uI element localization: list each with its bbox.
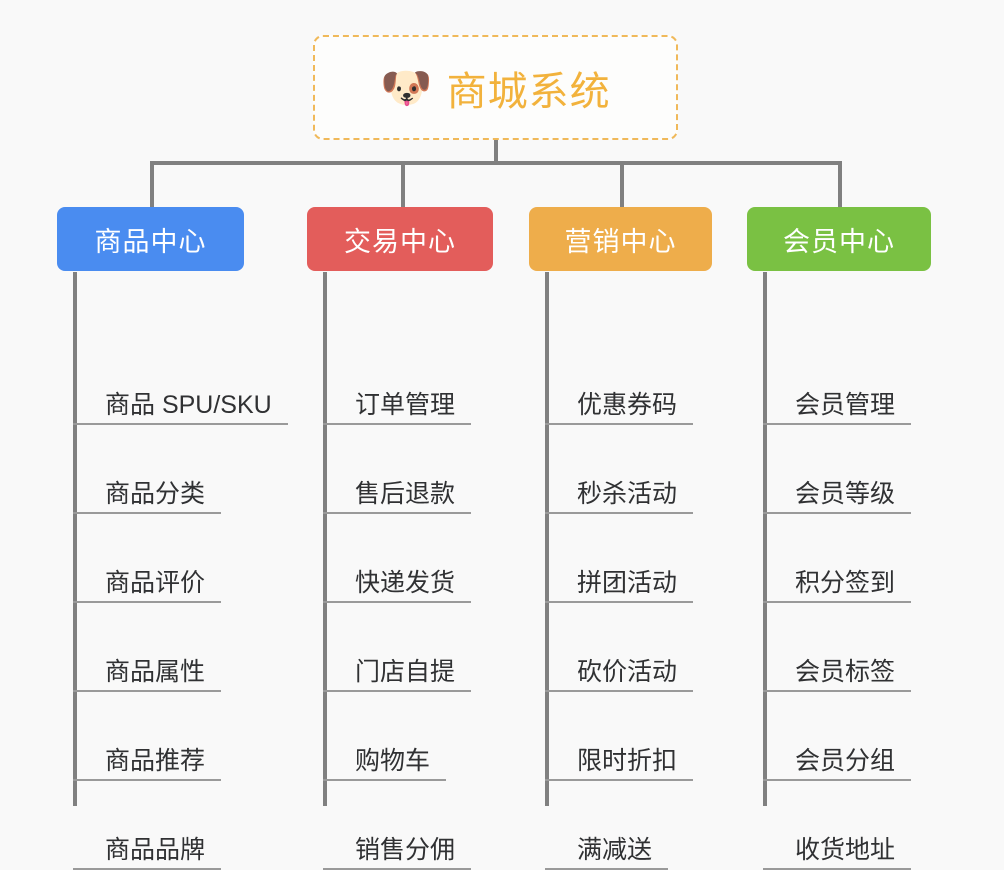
mindmap-canvas: 🐶 商城系统 商品中心商品 SPU/SKU 商品分类商品评价商品属性商品推荐商品品… [57,35,931,870]
leaf-item-label: 收货地址 [795,835,896,864]
leaf-item-label: 优惠券码 [577,390,678,419]
leaf-item[interactable]: 商品评价 [73,514,222,603]
leaf-item-label: 积分签到 [795,568,896,597]
trunk-line-marketing-center [545,272,549,806]
leaf-item[interactable]: 收货地址 [763,781,912,870]
leaf-item[interactable]: 满减送 [545,781,669,870]
leaf-item[interactable]: 商品推荐 [73,692,222,781]
leaf-item-label: 满减送 [577,835,653,864]
leaf-item-label: 售后退款 [355,479,456,508]
leaf-item-label: 商品品牌 [105,835,206,864]
leaf-item-label: 快递发货 [355,568,456,597]
leaf-item-label: 会员管理 [795,390,896,419]
leaf-item-label: 会员分组 [795,746,896,775]
leaf-item-label: 秒杀活动 [577,479,678,508]
drop-connector-product-center [150,161,154,207]
column-trade-center: 交易中心订单管理售后退款快递发货门店自提购物车销售分佣 [307,207,493,870]
column-member-center: 会员中心会员管理会员等级积分签到会员标签会员分组收货地址 [747,207,931,870]
leaf-item[interactable]: 会员标签 [763,603,912,692]
category-header-product-center[interactable]: 商品中心 [57,207,244,271]
leaf-item-label: 商品分类 [105,479,206,508]
leaf-item[interactable]: 快递发货 [323,514,472,603]
drop-connector-marketing-center [620,161,624,207]
leaf-item-label: 订单管理 [355,390,456,419]
leaf-item[interactable]: 商品分类 [73,425,222,514]
leaf-item[interactable]: 会员分组 [763,692,912,781]
leaf-item-label: 拼团活动 [577,568,678,597]
root-node[interactable]: 🐶 商城系统 [313,35,678,140]
trunk-line-trade-center [323,272,327,806]
leaf-item[interactable]: 会员管理 [763,336,912,425]
leaf-item-label: 会员标签 [795,657,896,686]
leaf-item-label: 门店自提 [355,657,456,686]
category-header-marketing-center[interactable]: 营销中心 [529,207,712,271]
column-marketing-center: 营销中心优惠券码秒杀活动拼团活动砍价活动限时折扣满减送 [529,207,712,870]
category-header-trade-center[interactable]: 交易中心 [307,207,493,271]
leaf-item-label: 商品属性 [105,657,206,686]
leaf-item[interactable]: 会员等级 [763,425,912,514]
leaf-item-label: 销售分佣 [355,835,456,864]
leaf-item[interactable]: 积分签到 [763,514,912,603]
leaf-item-label: 商品推荐 [105,746,206,775]
leaf-item[interactable]: 购物车 [323,692,447,781]
leaf-item[interactable]: 商品品牌 [73,781,222,870]
leaf-item-label: 商品评价 [105,568,206,597]
category-header-label: 交易中心 [344,226,456,257]
leaf-item[interactable]: 商品 SPU/SKU [73,336,288,425]
leaf-item[interactable]: 秒杀活动 [545,425,694,514]
shiba-dog-face-icon: 🐶 [380,63,433,111]
trunk-line-product-center [73,272,77,806]
horizontal-bus-connector [150,161,842,165]
leaf-item[interactable]: 拼团活动 [545,514,694,603]
category-header-member-center[interactable]: 会员中心 [747,207,931,271]
leaf-item[interactable]: 销售分佣 [323,781,472,870]
leaf-item-label: 砍价活动 [577,657,678,686]
leaf-item[interactable]: 订单管理 [323,336,472,425]
root-stem-connector [494,140,498,163]
leaf-item[interactable]: 门店自提 [323,603,472,692]
root-title: 商城系统 [446,69,611,114]
category-header-label: 会员中心 [783,226,895,257]
leaf-item[interactable]: 砍价活动 [545,603,694,692]
leaf-item-label: 购物车 [355,746,431,775]
category-header-label: 营销中心 [564,226,677,257]
leaf-item[interactable]: 售后退款 [323,425,472,514]
drop-connector-trade-center [401,161,405,207]
category-header-label: 商品中心 [94,226,207,257]
leaf-item-label: 商品 SPU/SKU [105,390,272,419]
drop-connector-member-center [838,161,842,207]
leaf-item[interactable]: 限时折扣 [545,692,694,781]
leaf-item-label: 会员等级 [795,479,896,508]
column-product-center: 商品中心商品 SPU/SKU 商品分类商品评价商品属性商品推荐商品品牌 [57,207,288,870]
leaf-item[interactable]: 优惠券码 [545,336,694,425]
leaf-item[interactable]: 商品属性 [73,603,222,692]
leaf-item-label: 限时折扣 [577,746,678,775]
trunk-line-member-center [763,272,767,806]
